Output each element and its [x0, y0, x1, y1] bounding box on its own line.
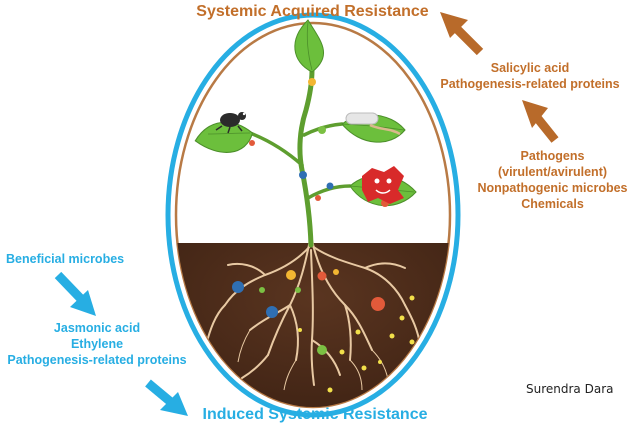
sar-trigger-item: Nonpathogenic microbes: [477, 181, 628, 195]
caterpillar-icon: [345, 112, 401, 136]
isr-signal-item: Jasmonic acid: [53, 321, 141, 335]
sar-trigger-item: (virulent/avirulent): [497, 165, 608, 179]
isr-arrow-upper: [54, 271, 96, 316]
isr-signal-item: Pathogenesis-related proteins: [7, 353, 187, 367]
beetle-icon: [215, 112, 246, 134]
sar-title: Systemic Acquired Resistance: [196, 3, 429, 20]
sar-trigger-item: Pathogens: [520, 149, 585, 163]
sar-triggers: Pathogens (virulent/avirulent) Nonpathog…: [470, 148, 635, 212]
isr-title: Induced Systemic Resistance: [202, 406, 428, 423]
outer-blue-ring: [165, 12, 461, 418]
top-leaf: [294, 19, 324, 73]
sar-trigger-item: Chemicals: [521, 197, 584, 211]
sar-arrow-top: [440, 12, 484, 56]
sar-signals: Salicylic acid Pathogenesis-related prot…: [430, 60, 630, 92]
sar-signal-item: Pathogenesis-related proteins: [440, 77, 620, 91]
isr-arrow-lower: [145, 379, 188, 416]
sar-signal-item: Salicylic acid: [490, 61, 570, 75]
isr-trigger: Beneficial microbes: [6, 252, 125, 266]
isr-signals: Jasmonic acid Ethylene Pathogenesis-rela…: [4, 320, 190, 368]
soil-microbes: [232, 269, 415, 393]
isr-signal-item: Ethylene: [70, 337, 124, 351]
author-credit: Surendra Dara: [526, 382, 614, 396]
sar-arrow-middle: [522, 100, 559, 143]
pathogen-icon: [362, 166, 404, 204]
